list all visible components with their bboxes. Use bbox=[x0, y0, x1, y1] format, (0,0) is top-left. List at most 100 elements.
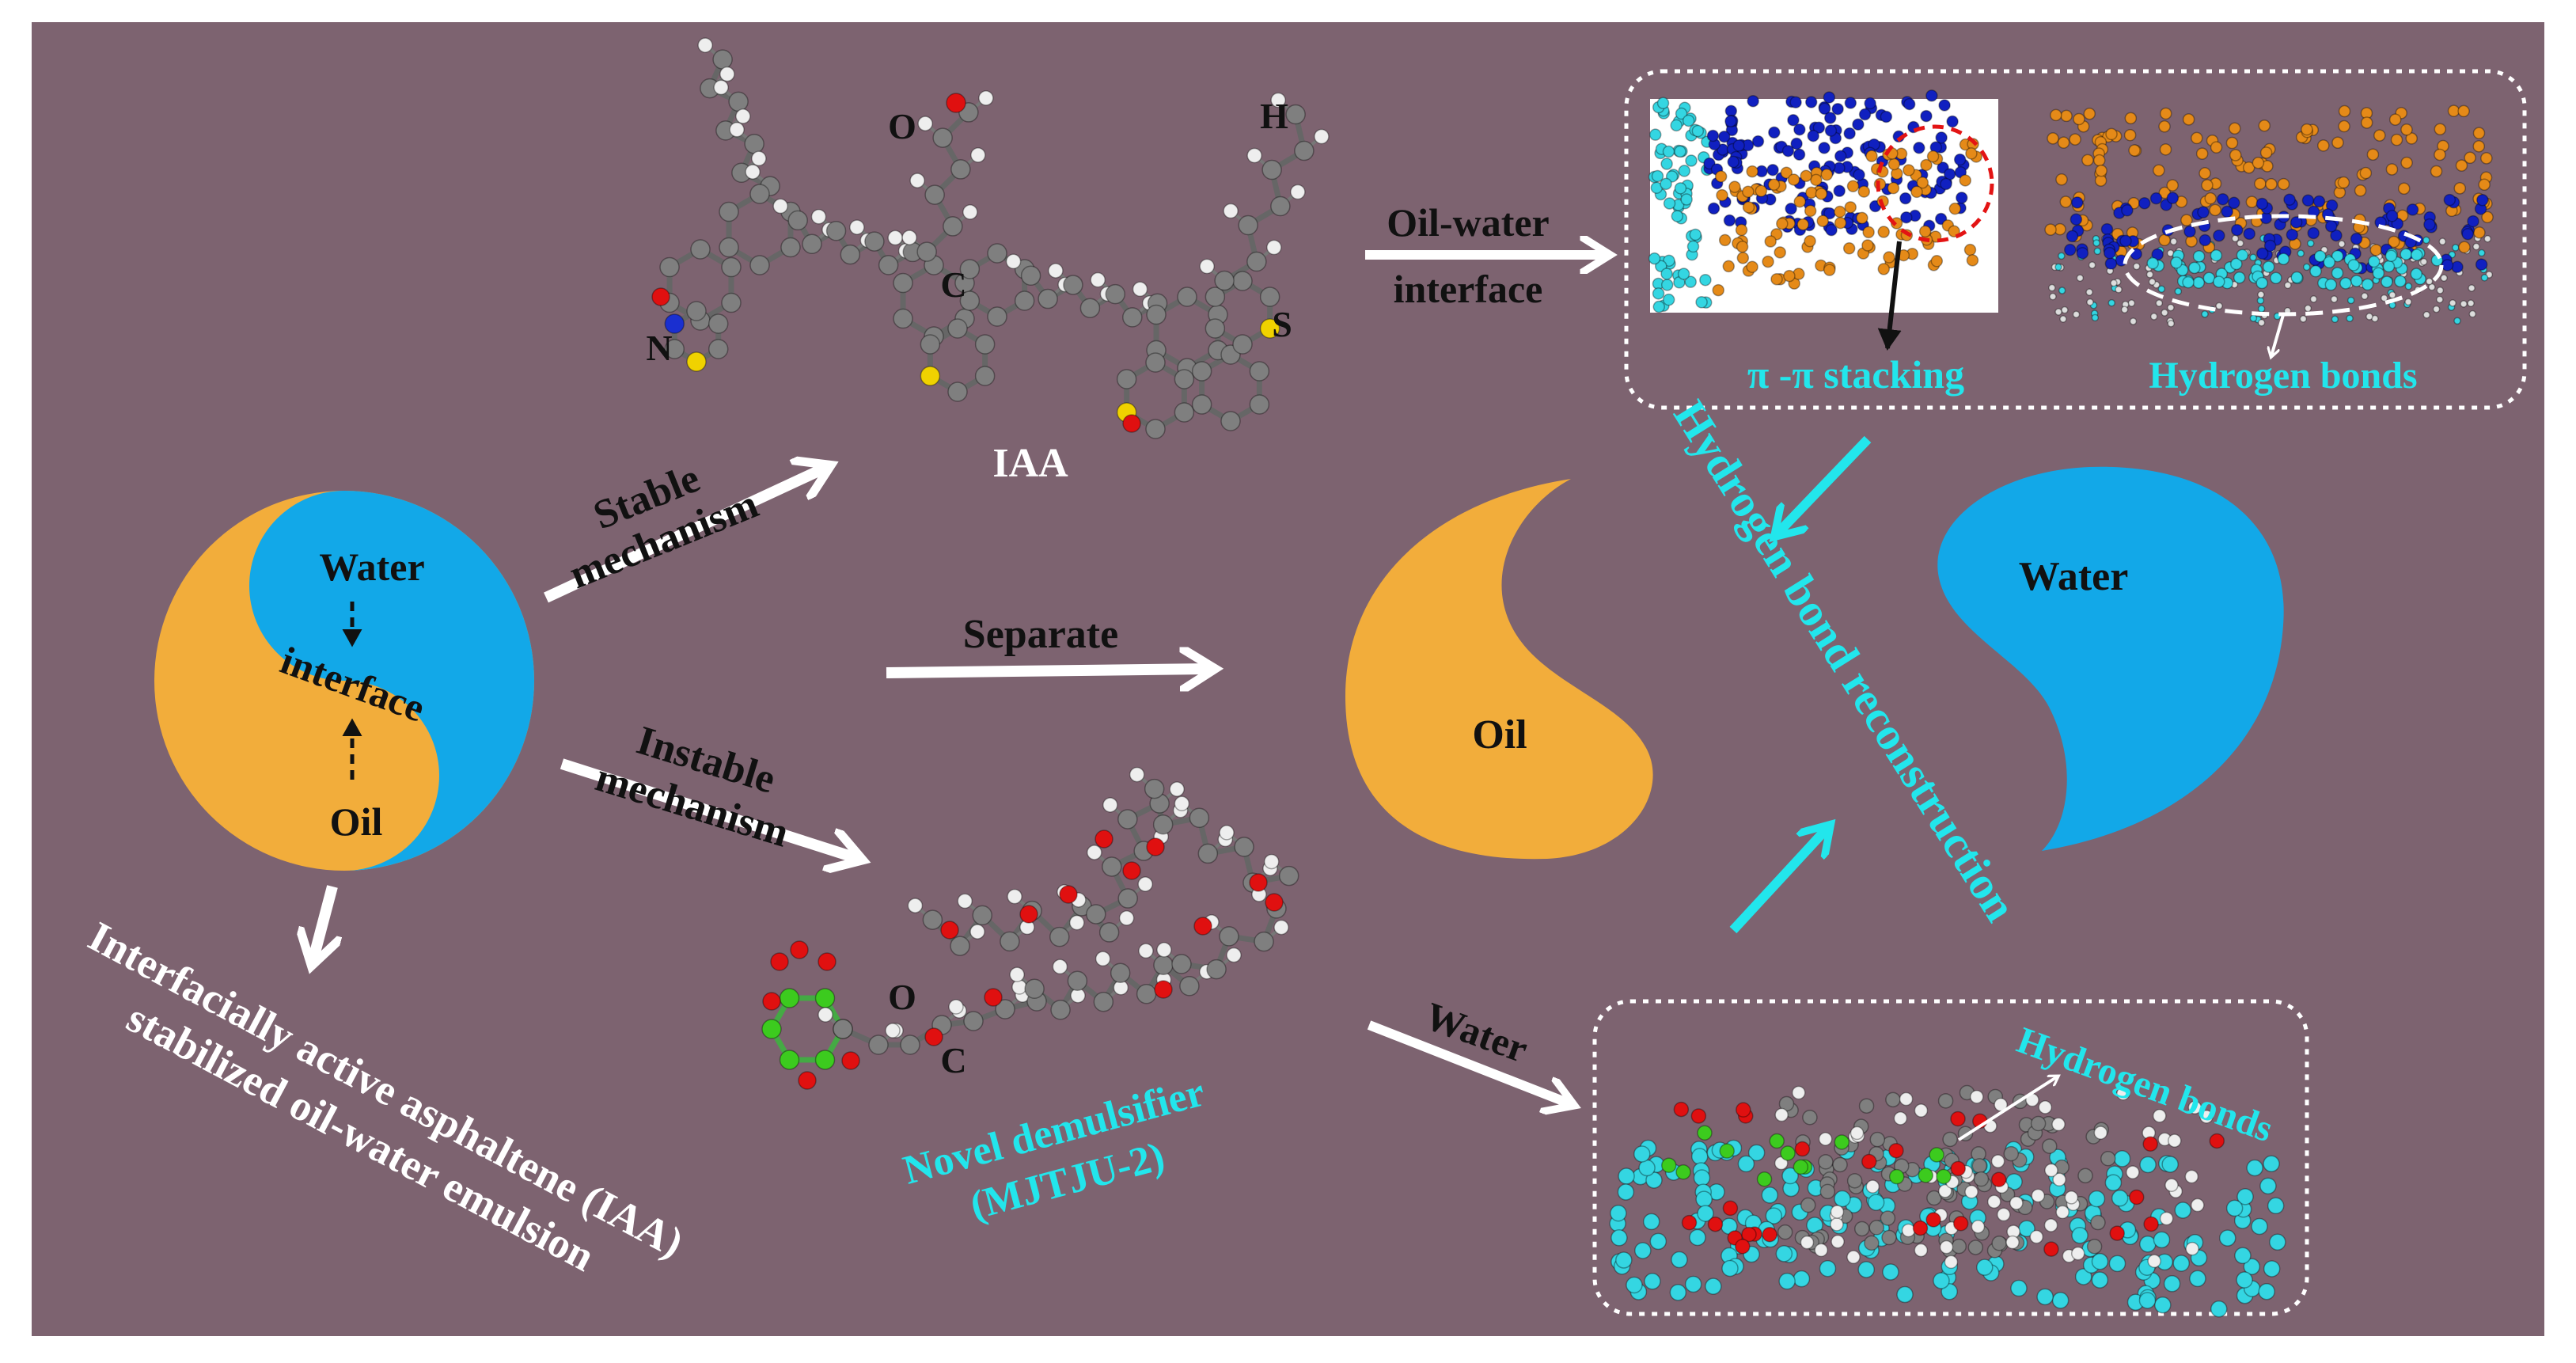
hydrogen-atom bbox=[1290, 184, 1306, 200]
hydrogen-atom bbox=[1219, 825, 1235, 841]
demulsifier-atom bbox=[1830, 1205, 1845, 1219]
asphaltene-atom bbox=[1823, 264, 1836, 276]
asphaltene-atom bbox=[2307, 226, 2320, 240]
demulsifier-atom bbox=[2038, 1100, 2053, 1114]
top-hbond-label: Hydrogen bonds bbox=[2149, 355, 2417, 397]
asphaltene-atom bbox=[2066, 230, 2079, 243]
asphaltene-atom bbox=[1833, 184, 1846, 198]
demulsifier-atom bbox=[2184, 1169, 2199, 1184]
carbon-atom bbox=[1179, 975, 1200, 997]
asphaltene-atom bbox=[2337, 176, 2350, 189]
asphaltene-atom bbox=[1935, 131, 1948, 144]
separated-water-label: Water bbox=[2019, 554, 2129, 599]
ring-atom bbox=[1116, 369, 1137, 389]
water-molecule bbox=[2188, 261, 2201, 275]
water-molecule bbox=[2267, 1197, 2285, 1215]
asphaltene-atom bbox=[1903, 97, 1916, 111]
demulsifier-atom bbox=[1967, 1240, 1984, 1255]
asphaltene-atom bbox=[1787, 173, 1800, 186]
hydrogen-atom bbox=[1102, 797, 1118, 813]
water-molecule bbox=[2201, 310, 2209, 318]
asphaltene-atom bbox=[2124, 112, 2138, 125]
asphaltene-atom bbox=[2350, 233, 2363, 245]
asphaltene-atom bbox=[1762, 255, 1774, 268]
hydrogen-atom bbox=[1007, 888, 1022, 905]
hydrogen-atom bbox=[1223, 203, 1239, 219]
water-molecule bbox=[2167, 319, 2175, 328]
asphaltene-atom bbox=[1818, 102, 1831, 116]
water-molecule bbox=[1626, 1276, 1643, 1294]
asphaltene-atom bbox=[2221, 205, 2233, 218]
water-molecule bbox=[1678, 165, 1691, 177]
water-molecule bbox=[2155, 299, 2164, 307]
pi-stacking-snapshot bbox=[1648, 89, 1998, 351]
hydrogen-atom bbox=[970, 147, 986, 163]
hydrogen-atom bbox=[810, 209, 827, 225]
ring-atom bbox=[987, 306, 1007, 327]
ring-atom bbox=[987, 243, 1007, 264]
demulsifier-atom bbox=[1926, 1190, 1942, 1206]
hydrogen-atom bbox=[719, 66, 735, 82]
demulsifier-atom bbox=[1769, 1133, 1785, 1149]
carbon-atom bbox=[802, 233, 822, 254]
carbon-atom bbox=[1110, 962, 1131, 984]
carbon-atom bbox=[1189, 807, 1210, 828]
asphaltene-atom bbox=[1768, 126, 1781, 139]
asphaltene-atom bbox=[2199, 233, 2212, 247]
demulsifier-atom bbox=[2191, 1198, 2205, 1213]
demulsifier-atom bbox=[2077, 1167, 2093, 1184]
hydrogen-atom bbox=[1095, 951, 1111, 967]
demulsifier-atom bbox=[2142, 1136, 2158, 1152]
asphaltene-atom bbox=[2151, 248, 2164, 261]
demulsifier-atom bbox=[1735, 1239, 1751, 1255]
demulsifier-atom bbox=[1814, 1243, 1828, 1258]
demulsifier-atom bbox=[2029, 1229, 2044, 1244]
bottom-panel-frame bbox=[1592, 999, 2309, 1316]
asphaltene-atom bbox=[2183, 225, 2196, 238]
water-molecule bbox=[2138, 1292, 2157, 1309]
water-molecule bbox=[2093, 247, 2102, 256]
water-molecule bbox=[2051, 1292, 2070, 1309]
asphaltene-atom bbox=[1877, 263, 1891, 275]
asphaltene-atom bbox=[2100, 222, 2114, 236]
ring-atom bbox=[690, 239, 711, 260]
demulsifier-atom bbox=[1800, 1197, 1816, 1213]
demulsifier-atom bbox=[2031, 1188, 2046, 1203]
water-molecule bbox=[1677, 268, 1690, 280]
demulsifier-atom bbox=[2042, 1138, 2058, 1154]
asphaltene-atom bbox=[1810, 173, 1823, 187]
water-molecule bbox=[2428, 283, 2436, 291]
asphaltene-atom bbox=[2209, 203, 2221, 217]
water-molecule bbox=[2404, 282, 2413, 290]
asphaltene-atom bbox=[1925, 89, 1938, 102]
hydrogen-atom bbox=[901, 230, 917, 245]
water-molecule bbox=[2061, 306, 2069, 314]
asphaltene-atom bbox=[2081, 154, 2094, 167]
ring-atom bbox=[664, 313, 685, 334]
demulsifier-atom bbox=[1973, 1171, 1990, 1187]
water-molecule bbox=[2049, 292, 2057, 301]
carbon-atom bbox=[840, 244, 861, 265]
asphaltene-atom bbox=[2104, 257, 2118, 270]
asphaltene-atom bbox=[2453, 182, 2466, 195]
water-molecule bbox=[2213, 275, 2225, 288]
demulsifier-atom bbox=[1864, 1235, 1880, 1251]
demulsifier-atom bbox=[1791, 1085, 1806, 1100]
water-molecule bbox=[2154, 1296, 2172, 1314]
carbon-atom bbox=[1238, 215, 1258, 236]
hydrogen-atom bbox=[1314, 128, 1330, 145]
asphaltene-atom bbox=[1816, 215, 1829, 227]
demulsifier-atom bbox=[2064, 1190, 2079, 1205]
demulsifier-atom bbox=[2051, 1117, 2066, 1132]
water-molecule bbox=[2422, 311, 2430, 319]
asphaltene-atom bbox=[2180, 214, 2193, 226]
water-molecule bbox=[2257, 290, 2265, 298]
green-atom bbox=[779, 1050, 800, 1070]
asphaltene-atom bbox=[2359, 166, 2373, 180]
water-molecule bbox=[2436, 295, 2444, 304]
carbon-atom bbox=[1050, 999, 1071, 1020]
asphaltene-atom bbox=[1793, 148, 1806, 161]
water-molecule bbox=[2438, 237, 2447, 245]
asphaltene-atom bbox=[1966, 254, 1979, 267]
asphaltene-atom bbox=[2076, 247, 2089, 260]
